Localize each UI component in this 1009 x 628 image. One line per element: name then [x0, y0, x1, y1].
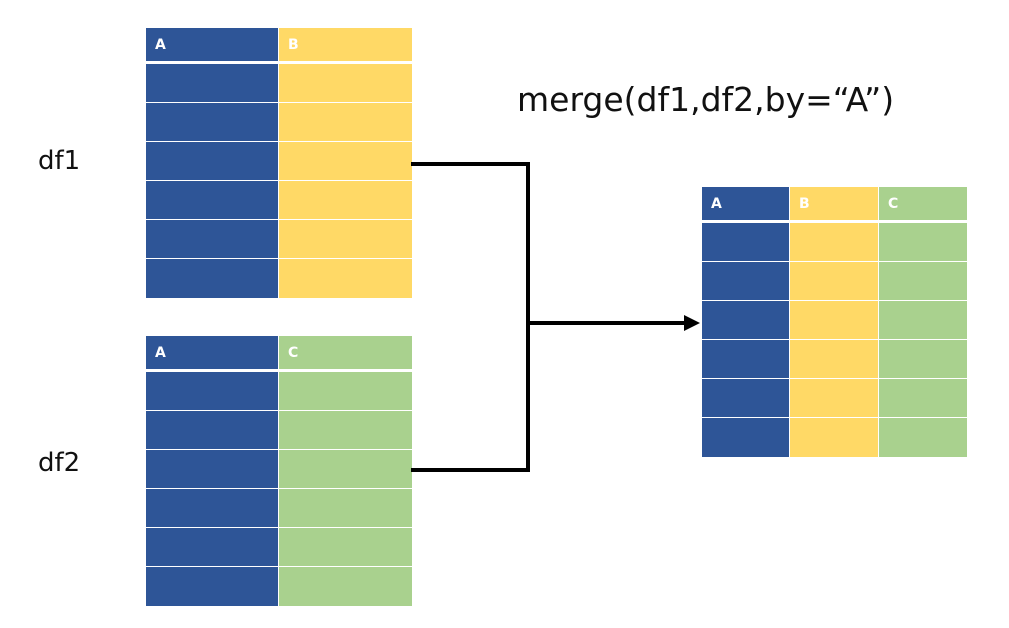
- result-a-cell: [702, 223, 789, 262]
- df1-a-cell: [146, 64, 278, 103]
- df2-c-cell: [279, 450, 412, 489]
- df2-c-cell: [279, 411, 412, 450]
- result-b-cell: [790, 262, 878, 301]
- df1-column-b: B: [278, 28, 412, 298]
- df1-a-cell: [146, 181, 278, 220]
- result-c-cell: [879, 379, 967, 418]
- result-a-cell: [702, 262, 789, 301]
- result-a-cell: [702, 379, 789, 418]
- df2-a-cell: [146, 450, 278, 489]
- df2-c-cell: [279, 567, 412, 606]
- result-b-cell: [790, 418, 878, 457]
- df1-a-cell: [146, 142, 278, 181]
- df2-a-cell: [146, 489, 278, 528]
- df2-a-cell: [146, 411, 278, 450]
- result-column-b-header: B: [790, 187, 878, 223]
- merge-arrow-head: [684, 315, 700, 331]
- df1-b-cell: [279, 220, 412, 259]
- df1-b-cell: [279, 103, 412, 142]
- df1-b-cell: [279, 142, 412, 181]
- result-column-a-header: A: [702, 187, 789, 223]
- df2-table: A C: [146, 336, 412, 606]
- result-b-cell: [790, 223, 878, 262]
- df2-column-c: C: [278, 336, 412, 606]
- result-b-cell: [790, 301, 878, 340]
- df1-b-cell: [279, 64, 412, 103]
- df2-a-cell: [146, 528, 278, 567]
- df1-a-cell: [146, 220, 278, 259]
- df2-column-c-header: C: [279, 336, 412, 372]
- result-c-cell: [879, 340, 967, 379]
- result-column-b: B: [789, 187, 878, 457]
- result-column-a: A: [702, 187, 789, 457]
- df1-column-a: A: [146, 28, 278, 298]
- result-column-c-header: C: [879, 187, 967, 223]
- df1-a-cell: [146, 103, 278, 142]
- result-a-cell: [702, 340, 789, 379]
- result-c-cell: [879, 223, 967, 262]
- df2-column-a-header: A: [146, 336, 278, 372]
- df1-a-cell: [146, 259, 278, 298]
- result-a-cell: [702, 301, 789, 340]
- result-a-cell: [702, 418, 789, 457]
- df1-b-cell: [279, 181, 412, 220]
- df1-connector-line: [411, 162, 530, 472]
- result-b-cell: [790, 379, 878, 418]
- df2-c-cell: [279, 528, 412, 567]
- df2-a-cell: [146, 567, 278, 606]
- result-b-cell: [790, 340, 878, 379]
- result-c-cell: [879, 418, 967, 457]
- df1-column-a-header: A: [146, 28, 278, 64]
- df2-label: df2: [38, 448, 81, 478]
- df2-c-cell: [279, 372, 412, 411]
- df1-table: A B: [146, 28, 412, 298]
- result-c-cell: [879, 262, 967, 301]
- result-column-c: C: [878, 187, 967, 457]
- result-table: A B C: [702, 187, 967, 457]
- df2-c-cell: [279, 489, 412, 528]
- df1-column-b-header: B: [279, 28, 412, 64]
- df1-label: df1: [38, 146, 81, 176]
- result-c-cell: [879, 301, 967, 340]
- df1-b-cell: [279, 259, 412, 298]
- df2-a-cell: [146, 372, 278, 411]
- merge-formula: merge(df1,df2,by=“A”): [517, 80, 895, 119]
- df2-column-a: A: [146, 336, 278, 606]
